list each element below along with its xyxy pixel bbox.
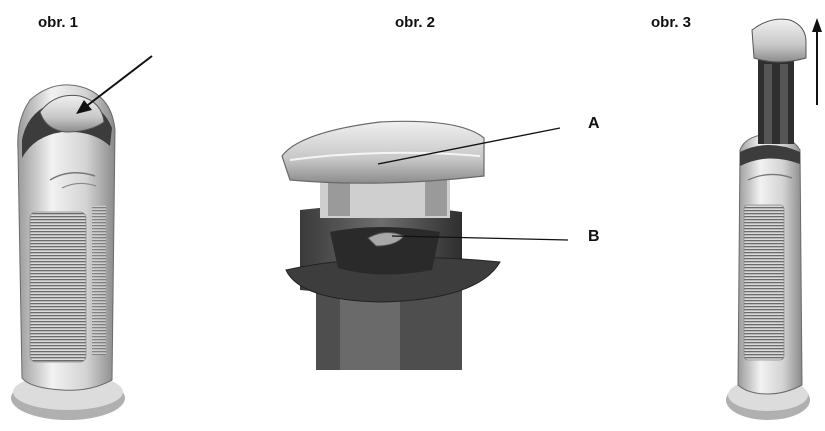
figure-1-label: obr. 1 — [38, 14, 79, 31]
figure-2-cap-assembly — [281, 120, 569, 370]
figure-3-tower-open — [726, 18, 822, 420]
figure-3-label: obr. 3 — [651, 14, 692, 31]
arrow-up-icon — [812, 18, 822, 105]
brand-logo-icon — [49, 172, 97, 189]
figure-2-label: obr. 2 — [395, 14, 436, 31]
figure-1-tower — [11, 55, 153, 420]
callout-b-label: B — [588, 228, 600, 245]
callout-a-label: A — [588, 115, 600, 132]
arrow-pointer-icon — [76, 55, 153, 114]
